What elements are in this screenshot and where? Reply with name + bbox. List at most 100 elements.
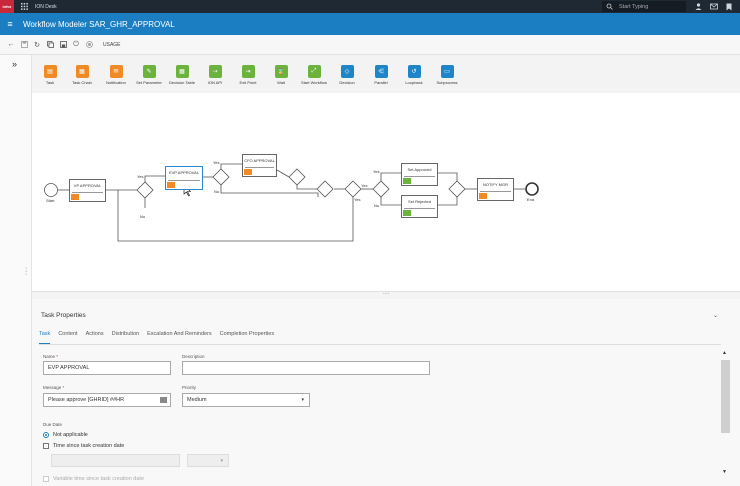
task-node-cfo-approval[interactable]: CFO APPROVAL (242, 154, 277, 177)
resize-handle-icon[interactable]: ··· (25, 265, 28, 278)
palette-item-notification[interactable]: ✉ Notification (98, 65, 134, 85)
tab-completion[interactable]: Completion Properties (219, 331, 275, 337)
app-name: ION Desk (35, 3, 57, 10)
duration-field[interactable] (51, 454, 180, 467)
edge-label-yes: Yes (361, 183, 368, 188)
decision-gateway[interactable] (212, 168, 230, 186)
properties-tabs: Task Content Actions Distribution Escala… (39, 331, 282, 344)
edge-label-no: No (214, 189, 220, 194)
message-label: Message * (43, 385, 65, 390)
description-field[interactable] (182, 361, 430, 375)
set-parameter-icon (403, 210, 411, 216)
decision-gateway[interactable] (136, 181, 154, 199)
palette-item-task[interactable]: ▤ Task (32, 65, 68, 85)
task-icon (71, 194, 79, 200)
hamburger-menu-icon[interactable]: ≡ (7, 19, 13, 29)
palette-item-set-parameter[interactable]: ✎ Set Parameter (131, 65, 167, 85)
page-title: Workflow Modeler SAR_GHR_APPROVAL (23, 19, 175, 29)
infor-logo[interactable]: infor (0, 0, 14, 13)
chevron-down-icon: ▾ (220, 458, 223, 464)
not-applicable-label: Not applicable (53, 432, 88, 438)
ion-api-icon: ⇢ (208, 65, 222, 78)
end-event[interactable] (525, 182, 539, 196)
palette-item-parallel[interactable]: ⋲ Parallel (363, 65, 399, 85)
time-since-creation-checkbox[interactable] (43, 443, 49, 449)
tab-content[interactable]: Content (58, 331, 78, 337)
task-node-vp-approval[interactable]: VP APPROVAL (69, 179, 106, 202)
panel-splitter[interactable]: ···· (32, 291, 740, 299)
decision-gateway[interactable] (288, 168, 306, 186)
decision-gateway[interactable] (316, 180, 334, 198)
properties-title: Task Properties (41, 312, 86, 319)
start-workflow-icon: ⤢ (307, 65, 321, 78)
task-icon (244, 169, 252, 175)
edge-label-no: No (140, 214, 146, 219)
due-date-label: Due Date (43, 422, 63, 427)
activity-palette: ▤ Task ▦ Task Chain ✉ Notification ✎ Set… (32, 55, 740, 93)
save-icon[interactable] (19, 40, 29, 50)
palette-item-decision-table[interactable]: ▦ Decision Table (164, 65, 200, 85)
decision-gateway[interactable] (448, 180, 466, 198)
decision-gateway[interactable] (344, 180, 362, 198)
end-label: End (527, 197, 535, 202)
palette-item-task-chain[interactable]: ▦ Task Chain (64, 65, 100, 85)
palette-item-decision[interactable]: ◇ Decision (329, 65, 365, 85)
usage-button[interactable]: USAGE (103, 41, 121, 48)
back-arrow-icon[interactable]: ← (7, 41, 15, 48)
power-icon[interactable]: ⏻ (73, 40, 79, 48)
palette-item-subprocess[interactable]: ▭ Subprocess (429, 65, 465, 85)
priority-select[interactable]: Medium ▾ (182, 393, 310, 407)
task-node-evp-approval[interactable]: EVP APPROVAL (165, 166, 203, 190)
global-search-input[interactable]: Start Typing (602, 1, 686, 12)
tab-task[interactable]: Task (39, 331, 51, 344)
palette-item-exit-point[interactable]: ⇥ Exit Point (230, 65, 266, 85)
stop-icon[interactable] (84, 40, 94, 50)
notification-icon: ✉ (109, 65, 123, 78)
chevron-down-icon: ▾ (301, 397, 304, 403)
duration-unit-select[interactable]: ▾ (187, 454, 229, 467)
scroll-down-icon[interactable]: ▼ (722, 469, 727, 475)
time-since-creation-label: Time since task creation date (53, 443, 125, 449)
set-parameter-node-approved[interactable]: Set Approved (401, 163, 438, 186)
palette-item-loopback[interactable]: ↺ Loopback (396, 65, 432, 85)
variable-time-checkbox[interactable] (43, 476, 49, 482)
edge-label-yes: Yes (354, 197, 361, 202)
workflow-canvas[interactable]: Start End Yes No Yes No Yes Yes Yes No V… (32, 93, 740, 291)
start-event[interactable] (44, 183, 58, 197)
copy-icon[interactable] (45, 40, 55, 50)
decision-gateway[interactable] (372, 180, 390, 198)
save-as-icon[interactable] (58, 40, 68, 50)
tab-actions[interactable]: Actions (85, 331, 104, 337)
palette-item-wait[interactable]: ⌛ Wait (263, 65, 299, 85)
edge-label-yes: Yes (373, 169, 380, 174)
inbox-icon[interactable] (709, 2, 718, 11)
app-grid-icon[interactable] (19, 0, 29, 13)
bookmark-icon[interactable] (724, 2, 733, 11)
tab-escalation[interactable]: Escalation And Reminders (147, 331, 212, 337)
subprocess-icon: ▭ (440, 65, 454, 78)
decision-icon: ◇ (340, 65, 354, 78)
app-bar: infor ION Desk Start Typing (0, 0, 740, 13)
message-field[interactable]: Please approve [GHRID] ##HR (43, 393, 171, 407)
set-parameter-node-rejected[interactable]: Set Rejected (401, 195, 438, 218)
start-label: Start (46, 198, 55, 203)
palette-item-start-workflow[interactable]: ⤢ Start Workflow (296, 65, 332, 85)
parallel-icon: ⋲ (374, 65, 388, 78)
notification-node-notify-mgr[interactable]: NOTIFY MGR (477, 178, 514, 201)
not-applicable-radio[interactable] (43, 432, 49, 438)
scroll-up-icon[interactable]: ▲ (722, 350, 727, 356)
scrollbar-thumb[interactable] (721, 360, 730, 433)
chevron-down-icon[interactable]: ⌄ (713, 313, 719, 319)
left-rail: » ··· (0, 55, 32, 486)
expand-panel-icon[interactable]: » (12, 59, 18, 69)
refresh-icon[interactable]: ↻ (34, 41, 40, 49)
task-icon (167, 182, 175, 188)
user-icon[interactable] (694, 2, 703, 11)
priority-value: Medium (187, 397, 207, 403)
edge-label-no: No (374, 203, 380, 208)
palette-item-ion-api[interactable]: ⇢ ION API (197, 65, 233, 85)
loopback-icon: ↺ (407, 65, 421, 78)
edit-message-icon[interactable] (160, 397, 167, 403)
name-field[interactable]: EVP APPROVAL (43, 361, 171, 375)
tab-distribution[interactable]: Distribution (111, 331, 140, 337)
